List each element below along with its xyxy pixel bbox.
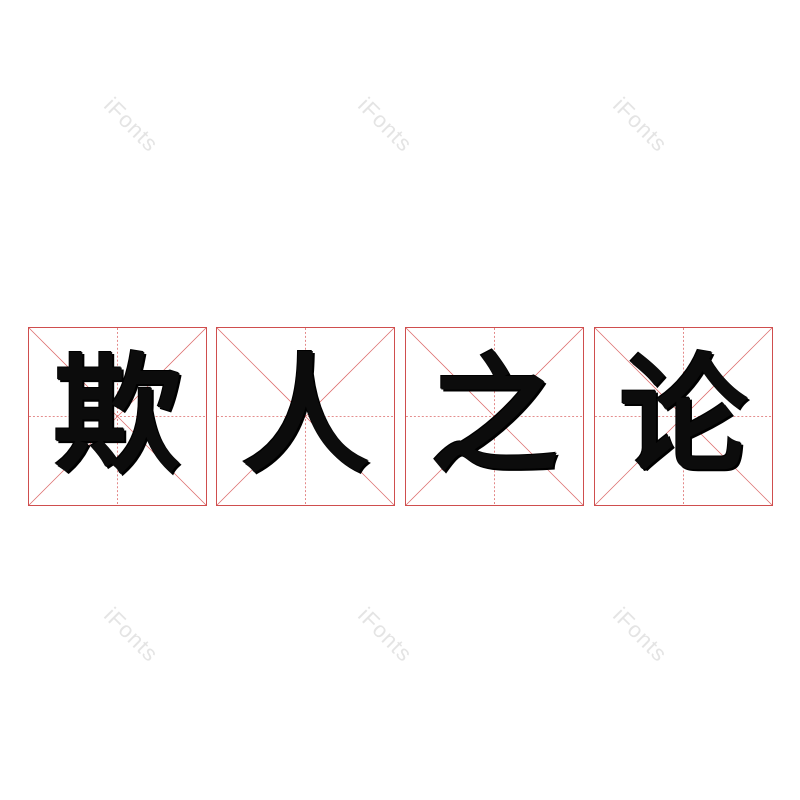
grid-guides xyxy=(595,328,772,505)
character-glyph: 之 xyxy=(430,341,559,491)
watermark-text: iFonts xyxy=(99,602,164,667)
character-cell: 之 xyxy=(405,327,584,506)
character-glyph: 论 xyxy=(619,341,748,491)
character-cell: 人 xyxy=(216,327,395,506)
character-glyph: 欺 xyxy=(53,341,182,491)
grid-guides xyxy=(29,328,206,505)
character-grid-row: 欺 人 之 论 xyxy=(28,327,774,508)
watermark-text: iFonts xyxy=(608,92,673,157)
character-cell: 论 xyxy=(594,327,773,506)
character-cell: 欺 xyxy=(28,327,207,506)
watermark-text: iFonts xyxy=(99,92,164,157)
grid-guides xyxy=(217,328,394,505)
character-glyph: 人 xyxy=(241,341,370,491)
watermark-text: iFonts xyxy=(608,602,673,667)
watermark-text: iFonts xyxy=(353,602,418,667)
watermark-text: iFonts xyxy=(353,92,418,157)
grid-guides xyxy=(406,328,583,505)
